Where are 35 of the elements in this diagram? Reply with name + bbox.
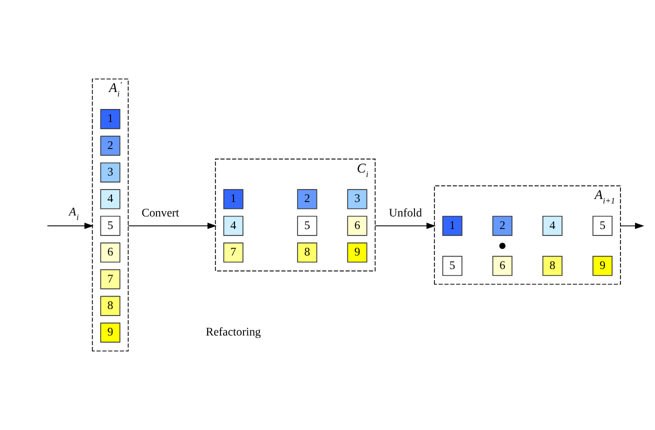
- node-box: 6: [492, 256, 512, 276]
- arrow: [128, 222, 217, 230]
- node-box: 1: [442, 216, 462, 236]
- edge-label: Unfold: [388, 206, 422, 220]
- node-box: 2: [297, 189, 318, 210]
- node-box: 6: [100, 242, 120, 263]
- node-box: 5: [297, 216, 318, 236]
- node-box: 4: [542, 216, 562, 236]
- node-box: 7: [100, 269, 120, 290]
- node-box: 3: [100, 162, 120, 182]
- arrow: [374, 222, 436, 230]
- edge-label: A$_{i}$: [68, 206, 79, 222]
- node-box: 1: [223, 189, 244, 210]
- arrow: [46, 222, 94, 230]
- node-box: 9: [347, 242, 368, 263]
- label: Refactoring: [206, 326, 261, 339]
- edge-label: Convert: [142, 206, 180, 220]
- node-box: 9: [592, 256, 613, 276]
- node-box: 2: [492, 216, 512, 236]
- node-box: 8: [297, 242, 318, 263]
- node-box: 4: [100, 189, 120, 210]
- node-box: 6: [347, 216, 368, 236]
- arrow: [620, 222, 644, 230]
- node-box: 7: [223, 242, 244, 263]
- node-box: 5: [592, 216, 613, 236]
- node-box: 3: [347, 189, 368, 210]
- node-box: 9: [100, 322, 120, 343]
- node-box: 2: [100, 136, 120, 156]
- node-dots: [499, 242, 506, 249]
- node-box: 5: [100, 216, 120, 236]
- node-box: 5: [442, 256, 462, 276]
- node-box: 4: [223, 216, 244, 236]
- node-box: 1: [100, 109, 120, 130]
- node-box: 8: [542, 256, 562, 276]
- node-box: 8: [100, 296, 120, 316]
